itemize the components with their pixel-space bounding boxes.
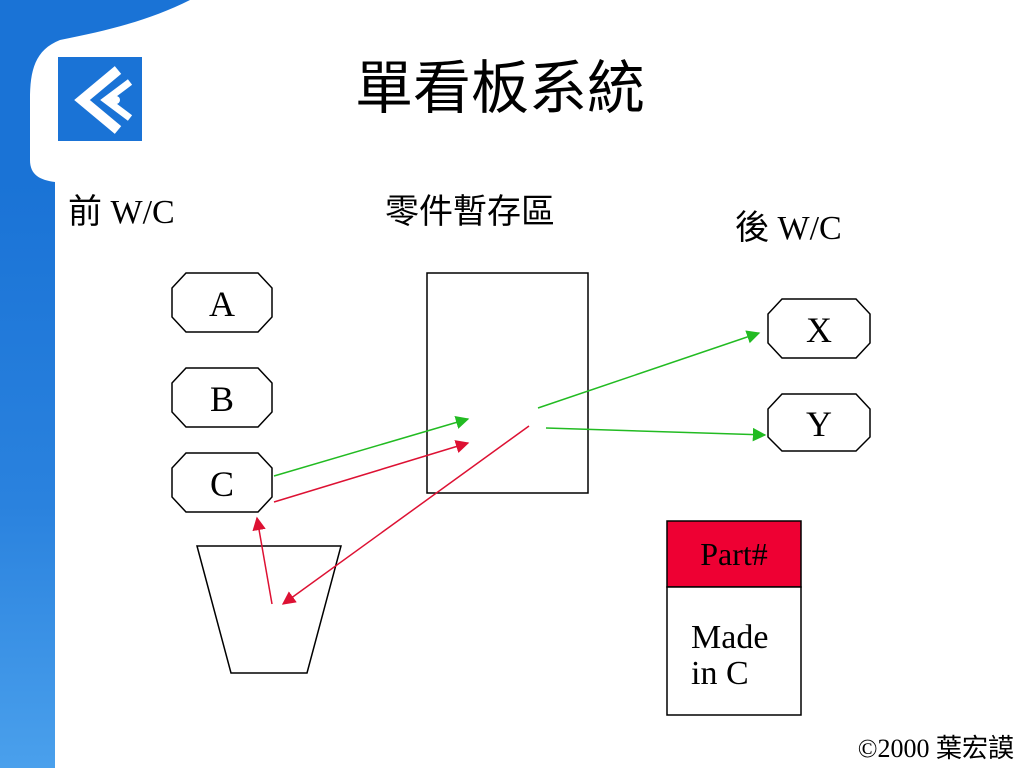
copyright-text: ©2000 葉宏謨 — [857, 734, 1014, 763]
left-decor-band — [0, 0, 190, 768]
flow-arrow-buffer-to-y-green — [545, 427, 767, 442]
node-b-shape — [171, 367, 273, 428]
flow-arrow-buffer-to-bucket-red — [281, 425, 530, 605]
buffer-store-box — [426, 272, 589, 494]
flow-arrow-buffer-to-x-green — [537, 330, 761, 409]
node-x-shape — [767, 298, 871, 359]
kanban-card-body: Made in C — [691, 620, 801, 692]
node-a-label: A — [209, 284, 235, 324]
node-c-label: C — [209, 464, 234, 504]
flow-arrow-bucket-to-c-red — [252, 516, 273, 605]
back-wc-label: 後 W/C — [735, 210, 842, 247]
node-y-label: Y — [806, 404, 832, 444]
buffer-label: 零件暫存區 — [385, 194, 555, 231]
kanban-card-body-line1: Made — [691, 619, 769, 656]
double-chevron-logo-icon — [58, 57, 142, 141]
node-a-shape — [171, 272, 273, 333]
kanban-post-bucket — [196, 545, 342, 674]
node-y-shape — [767, 393, 871, 452]
slide-title: 單看板系統 — [355, 56, 646, 121]
flow-arrow-c-to-buffer-green — [273, 415, 470, 477]
kanban-card-body-line2: in C — [691, 655, 749, 692]
front-wc-label: 前 W/C — [68, 194, 175, 231]
kanban-card-header: Part# — [700, 536, 768, 572]
kanban-card — [666, 520, 802, 716]
node-b-label: B — [209, 379, 234, 419]
node-x-label: X — [806, 310, 832, 350]
node-c-shape — [171, 452, 273, 513]
flow-arrow-c-to-buffer-red — [273, 440, 470, 503]
